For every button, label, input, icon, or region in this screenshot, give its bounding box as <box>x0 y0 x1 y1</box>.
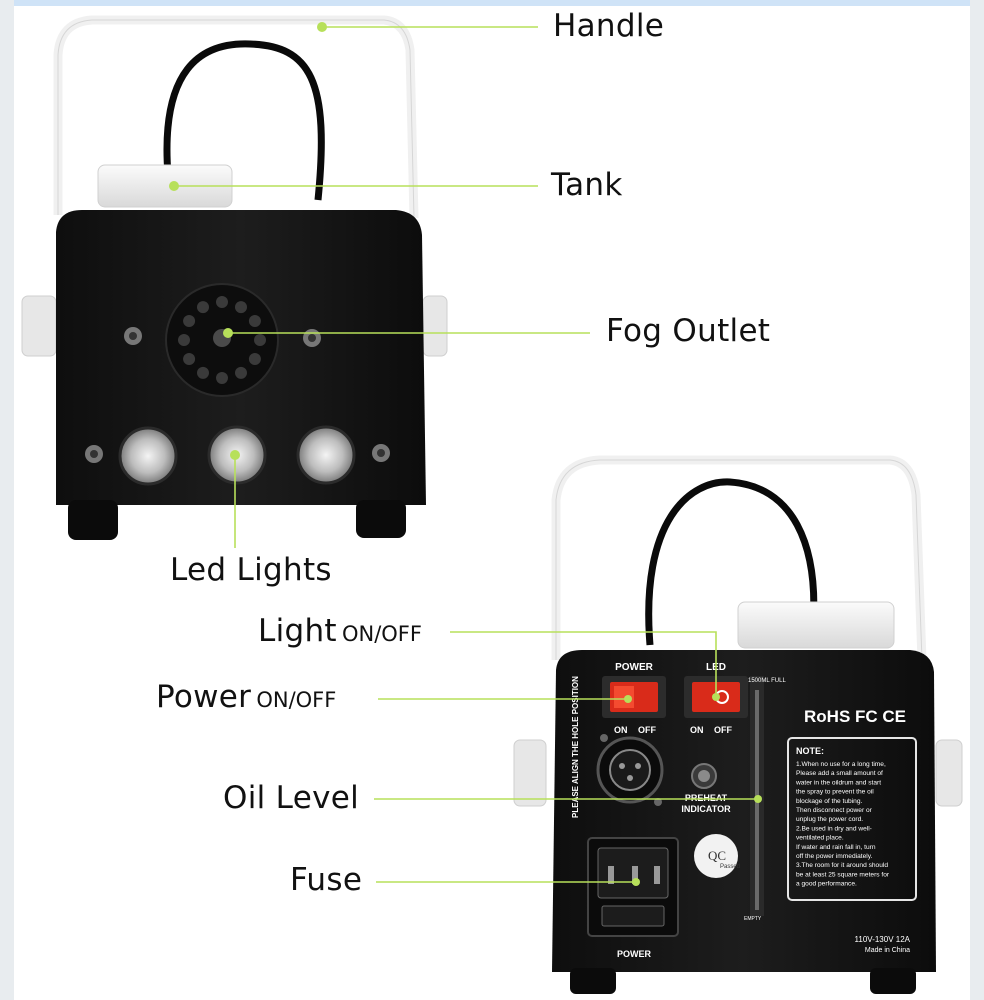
note-line: blockage of the tubing. <box>796 798 863 805</box>
qc-mark: QC <box>708 848 726 863</box>
fog-outlet-label: Fog Outlet <box>606 313 771 349</box>
rear-power-cable <box>645 478 818 646</box>
note-line: 1.When no use for a long time, <box>796 761 886 768</box>
fog-hole <box>178 334 190 346</box>
top-accent-bar <box>14 0 970 6</box>
rear-panel-text: POWER LED ON OFF ON OFF 1500ML FULL EMPT… <box>571 662 911 959</box>
right-knob <box>422 295 448 357</box>
power-switch-label-main: Power <box>156 679 252 715</box>
light-switch-label-suffix: ON/OFF <box>341 622 422 646</box>
power-switch-label: POWER <box>615 662 654 673</box>
note-line: off the power immediately. <box>796 853 873 860</box>
front-foot-left <box>68 500 118 540</box>
fog-hole <box>235 301 247 314</box>
preheat-label: PREHEAT <box>685 793 728 803</box>
note-line: unplug the power cord. <box>796 816 863 823</box>
led-light-1 <box>118 426 178 486</box>
fog-hole <box>197 366 209 379</box>
qc-sticker <box>694 834 738 878</box>
fog-hole <box>248 315 261 327</box>
level-full-label: 1500ML FULL <box>748 678 786 684</box>
fuse-label: Fuse <box>290 862 363 898</box>
power-cable <box>163 40 325 201</box>
note-title: NOTE: <box>796 746 824 756</box>
power-on-label: ON <box>614 725 628 735</box>
handle-label: Handle <box>553 8 665 44</box>
note-line: the spray to prevent the oil <box>796 789 874 796</box>
oil-level-label: Oil Level <box>223 780 360 816</box>
rating-label: 110V-130V 12A <box>855 935 911 944</box>
front-foot-right <box>356 500 406 538</box>
made-in-label: Made in China <box>865 947 910 954</box>
front-machine <box>21 15 448 540</box>
note-line: ventilated place. <box>796 835 844 842</box>
leader-light-switch <box>450 631 717 697</box>
align-note: PLEASE ALIGN THE HOLE POSITION <box>571 676 580 818</box>
led-lights-label: Led Lights <box>170 552 332 588</box>
note-line: 3.The room for it around should <box>796 862 888 869</box>
rear-machine <box>513 455 963 994</box>
leader-dots <box>169 22 762 886</box>
fog-hole <box>216 296 228 308</box>
power-off-label: OFF <box>638 725 656 735</box>
fog-hole <box>197 301 209 314</box>
left-knob <box>21 295 57 357</box>
note-line: Then disconnect power or <box>796 807 873 814</box>
qc-passed: Passed <box>720 864 740 870</box>
fog-hole <box>183 353 196 365</box>
fog-hole <box>254 334 266 346</box>
note-line: a good performance. <box>796 881 857 888</box>
rear-tank <box>737 601 895 649</box>
led-off-label: OFF <box>714 725 732 735</box>
fog-hole <box>248 353 261 365</box>
left-border <box>0 0 14 1000</box>
indicator-label: INDICATOR <box>681 804 731 814</box>
led-on-label: ON <box>690 725 704 735</box>
right-border <box>970 0 984 1000</box>
fog-hole <box>183 315 196 327</box>
level-empty-label: EMPTY <box>744 916 762 922</box>
leader-lines <box>174 26 758 883</box>
fog-hole <box>235 366 247 379</box>
led-light-3 <box>296 425 356 485</box>
power-switch-label: Power ON/OFF <box>156 679 336 715</box>
tank-label: Tank <box>551 167 623 203</box>
light-switch-label-main: Light <box>258 613 337 649</box>
cert-marks: RoHS FC CE <box>804 707 906 726</box>
fog-hole <box>216 372 228 384</box>
note-box <box>787 737 917 901</box>
note-line: water in the oildrum and start <box>795 779 881 786</box>
power-switch-label-suffix: ON/OFF <box>256 688 337 712</box>
power-inlet-label: POWER <box>617 949 652 959</box>
note-line: be at least 25 square meters for <box>796 871 890 878</box>
light-switch-label: Light ON/OFF <box>258 613 422 649</box>
note-line: 2.Be used in dry and well- <box>796 825 872 832</box>
note-line: If water and rain fall in, turn <box>796 844 876 851</box>
note-line: Please add a small amount of <box>796 770 883 777</box>
